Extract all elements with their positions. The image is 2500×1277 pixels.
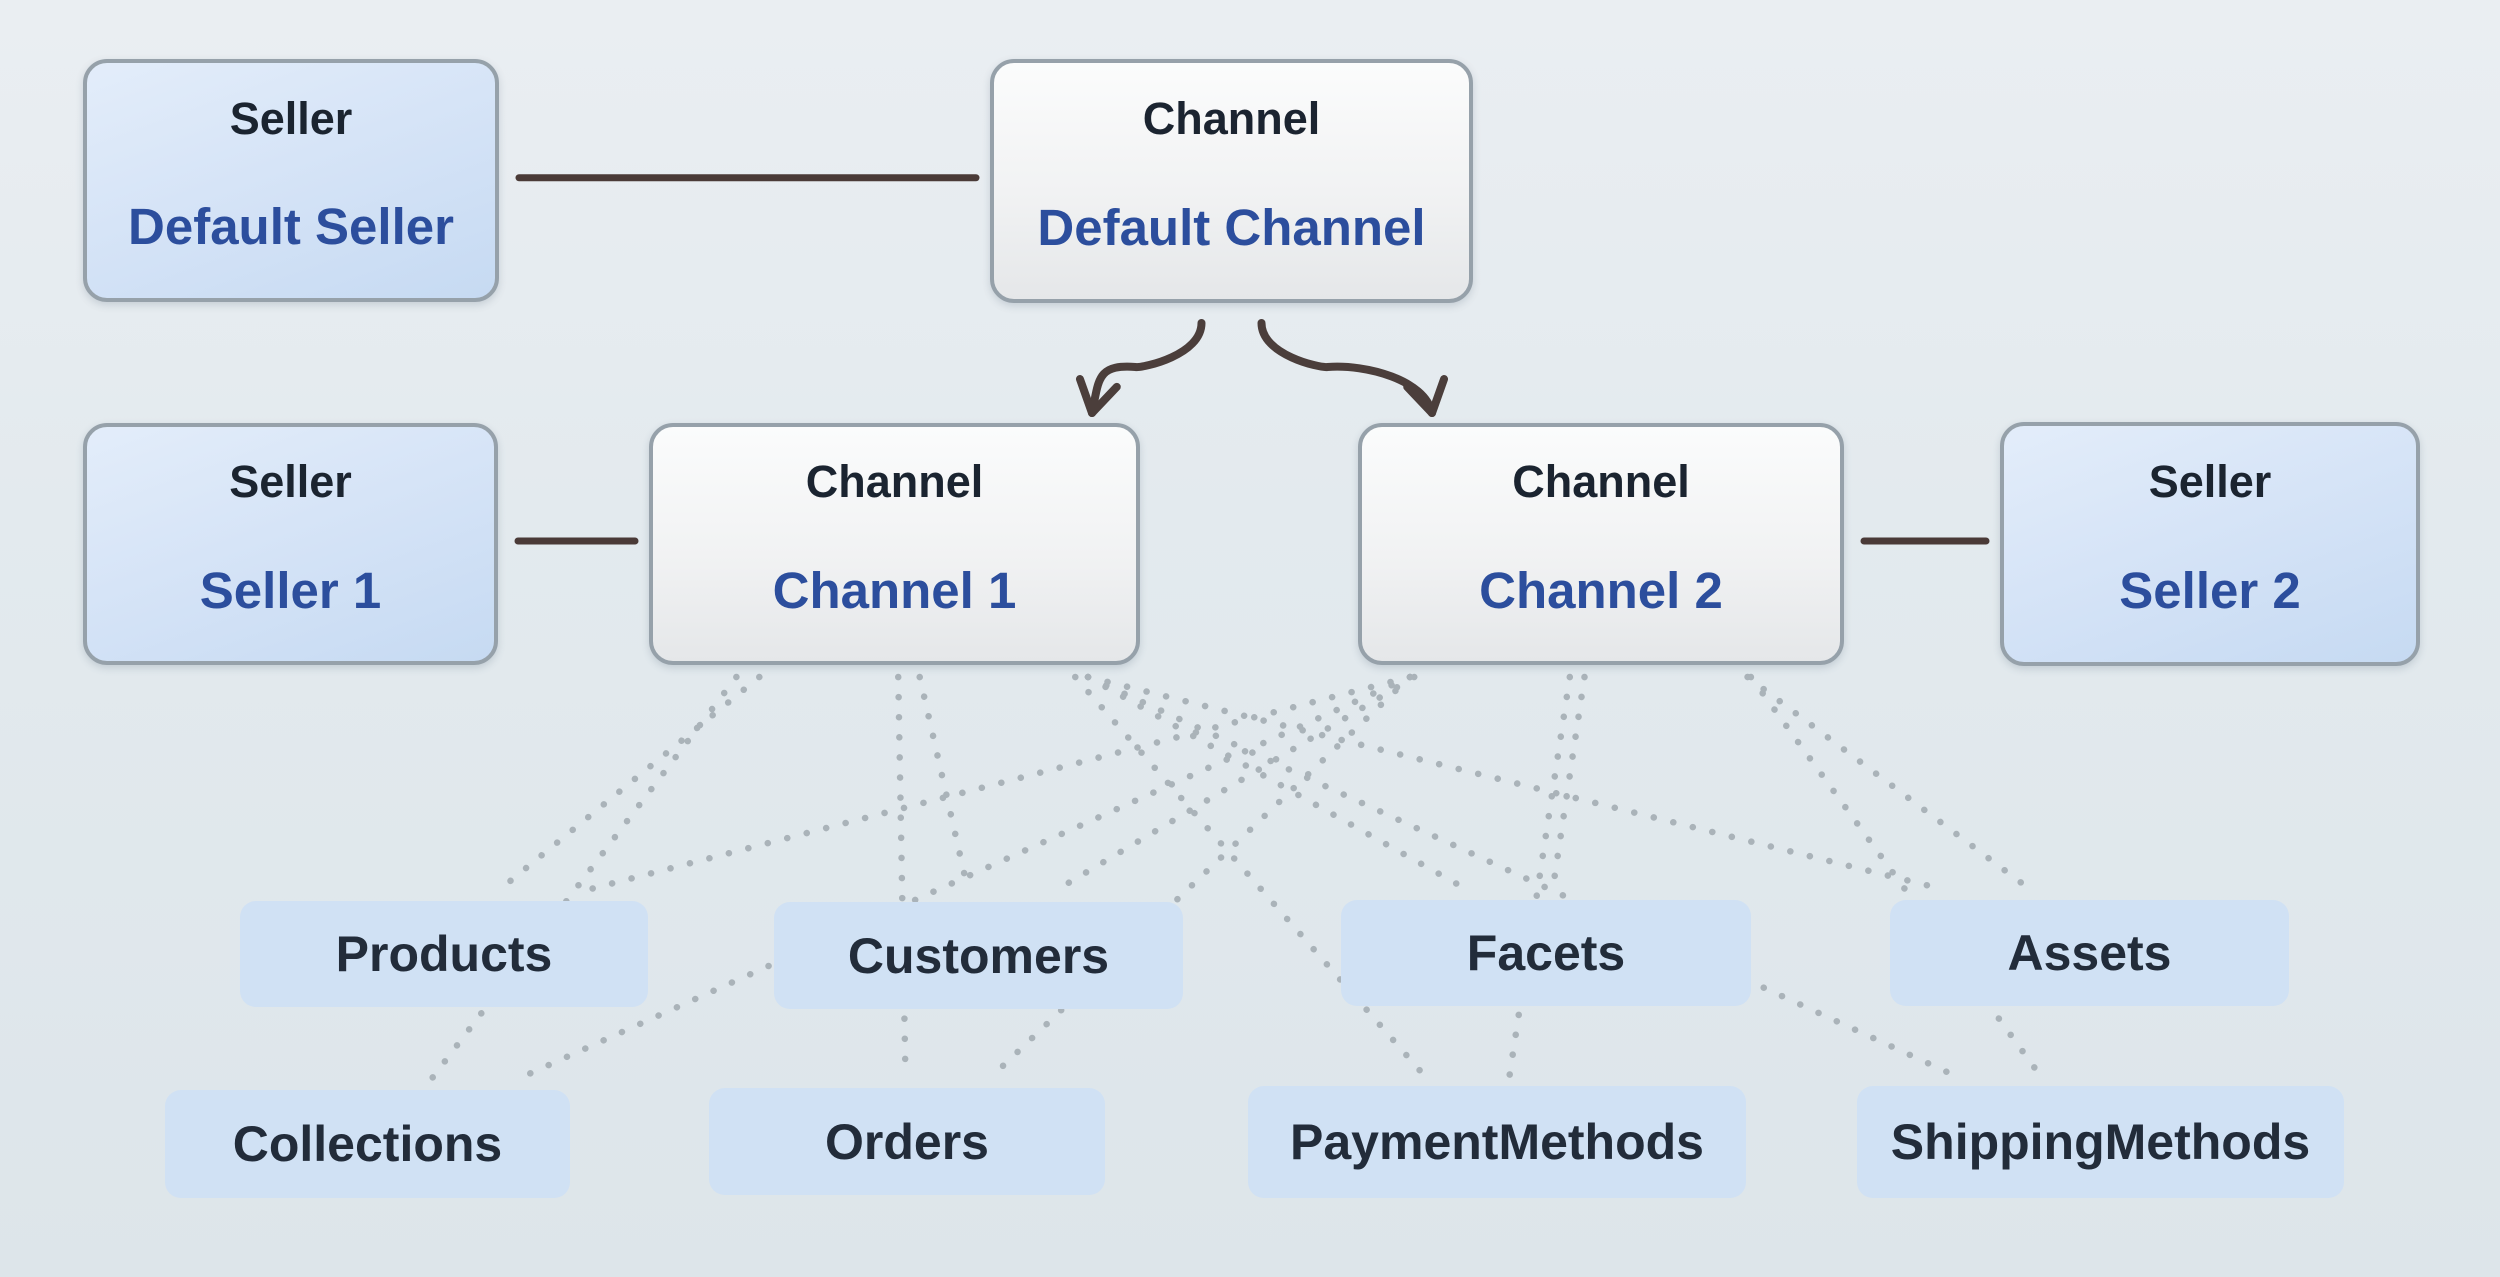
- node-subtitle: Channel 2: [1479, 561, 1723, 619]
- node-channel-2: Channel Channel 2: [1358, 423, 1844, 665]
- arrow-head: [1403, 382, 1436, 417]
- node-channel-1: Channel Channel 1: [649, 423, 1140, 665]
- dotted-link: [512, 673, 1414, 1084]
- node-subtitle: Default Seller: [128, 198, 454, 256]
- dotted-link: [1072, 673, 1428, 1080]
- entity-customers: Customers: [774, 902, 1183, 1009]
- arrow-head: [1075, 375, 1096, 417]
- dotted-link: [1747, 673, 2044, 1080]
- entity-orders: Orders: [709, 1088, 1105, 1195]
- entity-facets: Facets: [1341, 900, 1751, 1006]
- dotted-link: [1084, 673, 1950, 894]
- node-title: Channel: [1512, 456, 1690, 508]
- node-subtitle: Default Channel: [1037, 198, 1426, 256]
- entity-payment-methods: PaymentMethods: [1248, 1086, 1746, 1198]
- entity-shipping-methods: ShippingMethods: [1857, 1086, 2344, 1198]
- dotted-link: [1084, 673, 1472, 894]
- entity-collections: Collections: [165, 1090, 570, 1198]
- dotted-link: [494, 673, 763, 895]
- node-title: Channel: [805, 456, 984, 508]
- node-title: Channel: [1142, 92, 1321, 144]
- dotted-link: [987, 673, 1414, 1082]
- arrow-head: [1088, 382, 1121, 417]
- dotted-link: [1744, 673, 2035, 894]
- node-default-channel: Channel Default Channel: [990, 59, 1473, 303]
- entity-products: Products: [240, 901, 648, 1007]
- node-seller-2: Seller Seller 2: [2000, 422, 2420, 666]
- node-subtitle: Channel 1: [772, 561, 1017, 619]
- arrow-link: [1257, 319, 1436, 417]
- dotted-link: [895, 673, 909, 1082]
- node-title: Seller: [2148, 455, 2272, 507]
- dotted-link: [1084, 673, 1960, 1080]
- node-seller-1: Seller Seller 1: [83, 423, 498, 665]
- node-subtitle: Seller 2: [2119, 561, 2301, 619]
- dotted-link: [427, 673, 740, 1084]
- node-default-seller: Seller Default Seller: [83, 59, 499, 302]
- dotted-link: [1506, 673, 1574, 1080]
- arrow-link: [1088, 319, 1206, 417]
- node-subtitle: Seller 1: [199, 561, 382, 619]
- dotted-link: [916, 673, 972, 896]
- dotted-link: [1549, 673, 1588, 894]
- entity-assets: Assets: [1890, 900, 2289, 1006]
- arrow-head: [1428, 375, 1449, 417]
- node-title: Seller: [229, 92, 353, 144]
- dotted-link: [579, 673, 1414, 895]
- node-title: Seller: [229, 456, 352, 508]
